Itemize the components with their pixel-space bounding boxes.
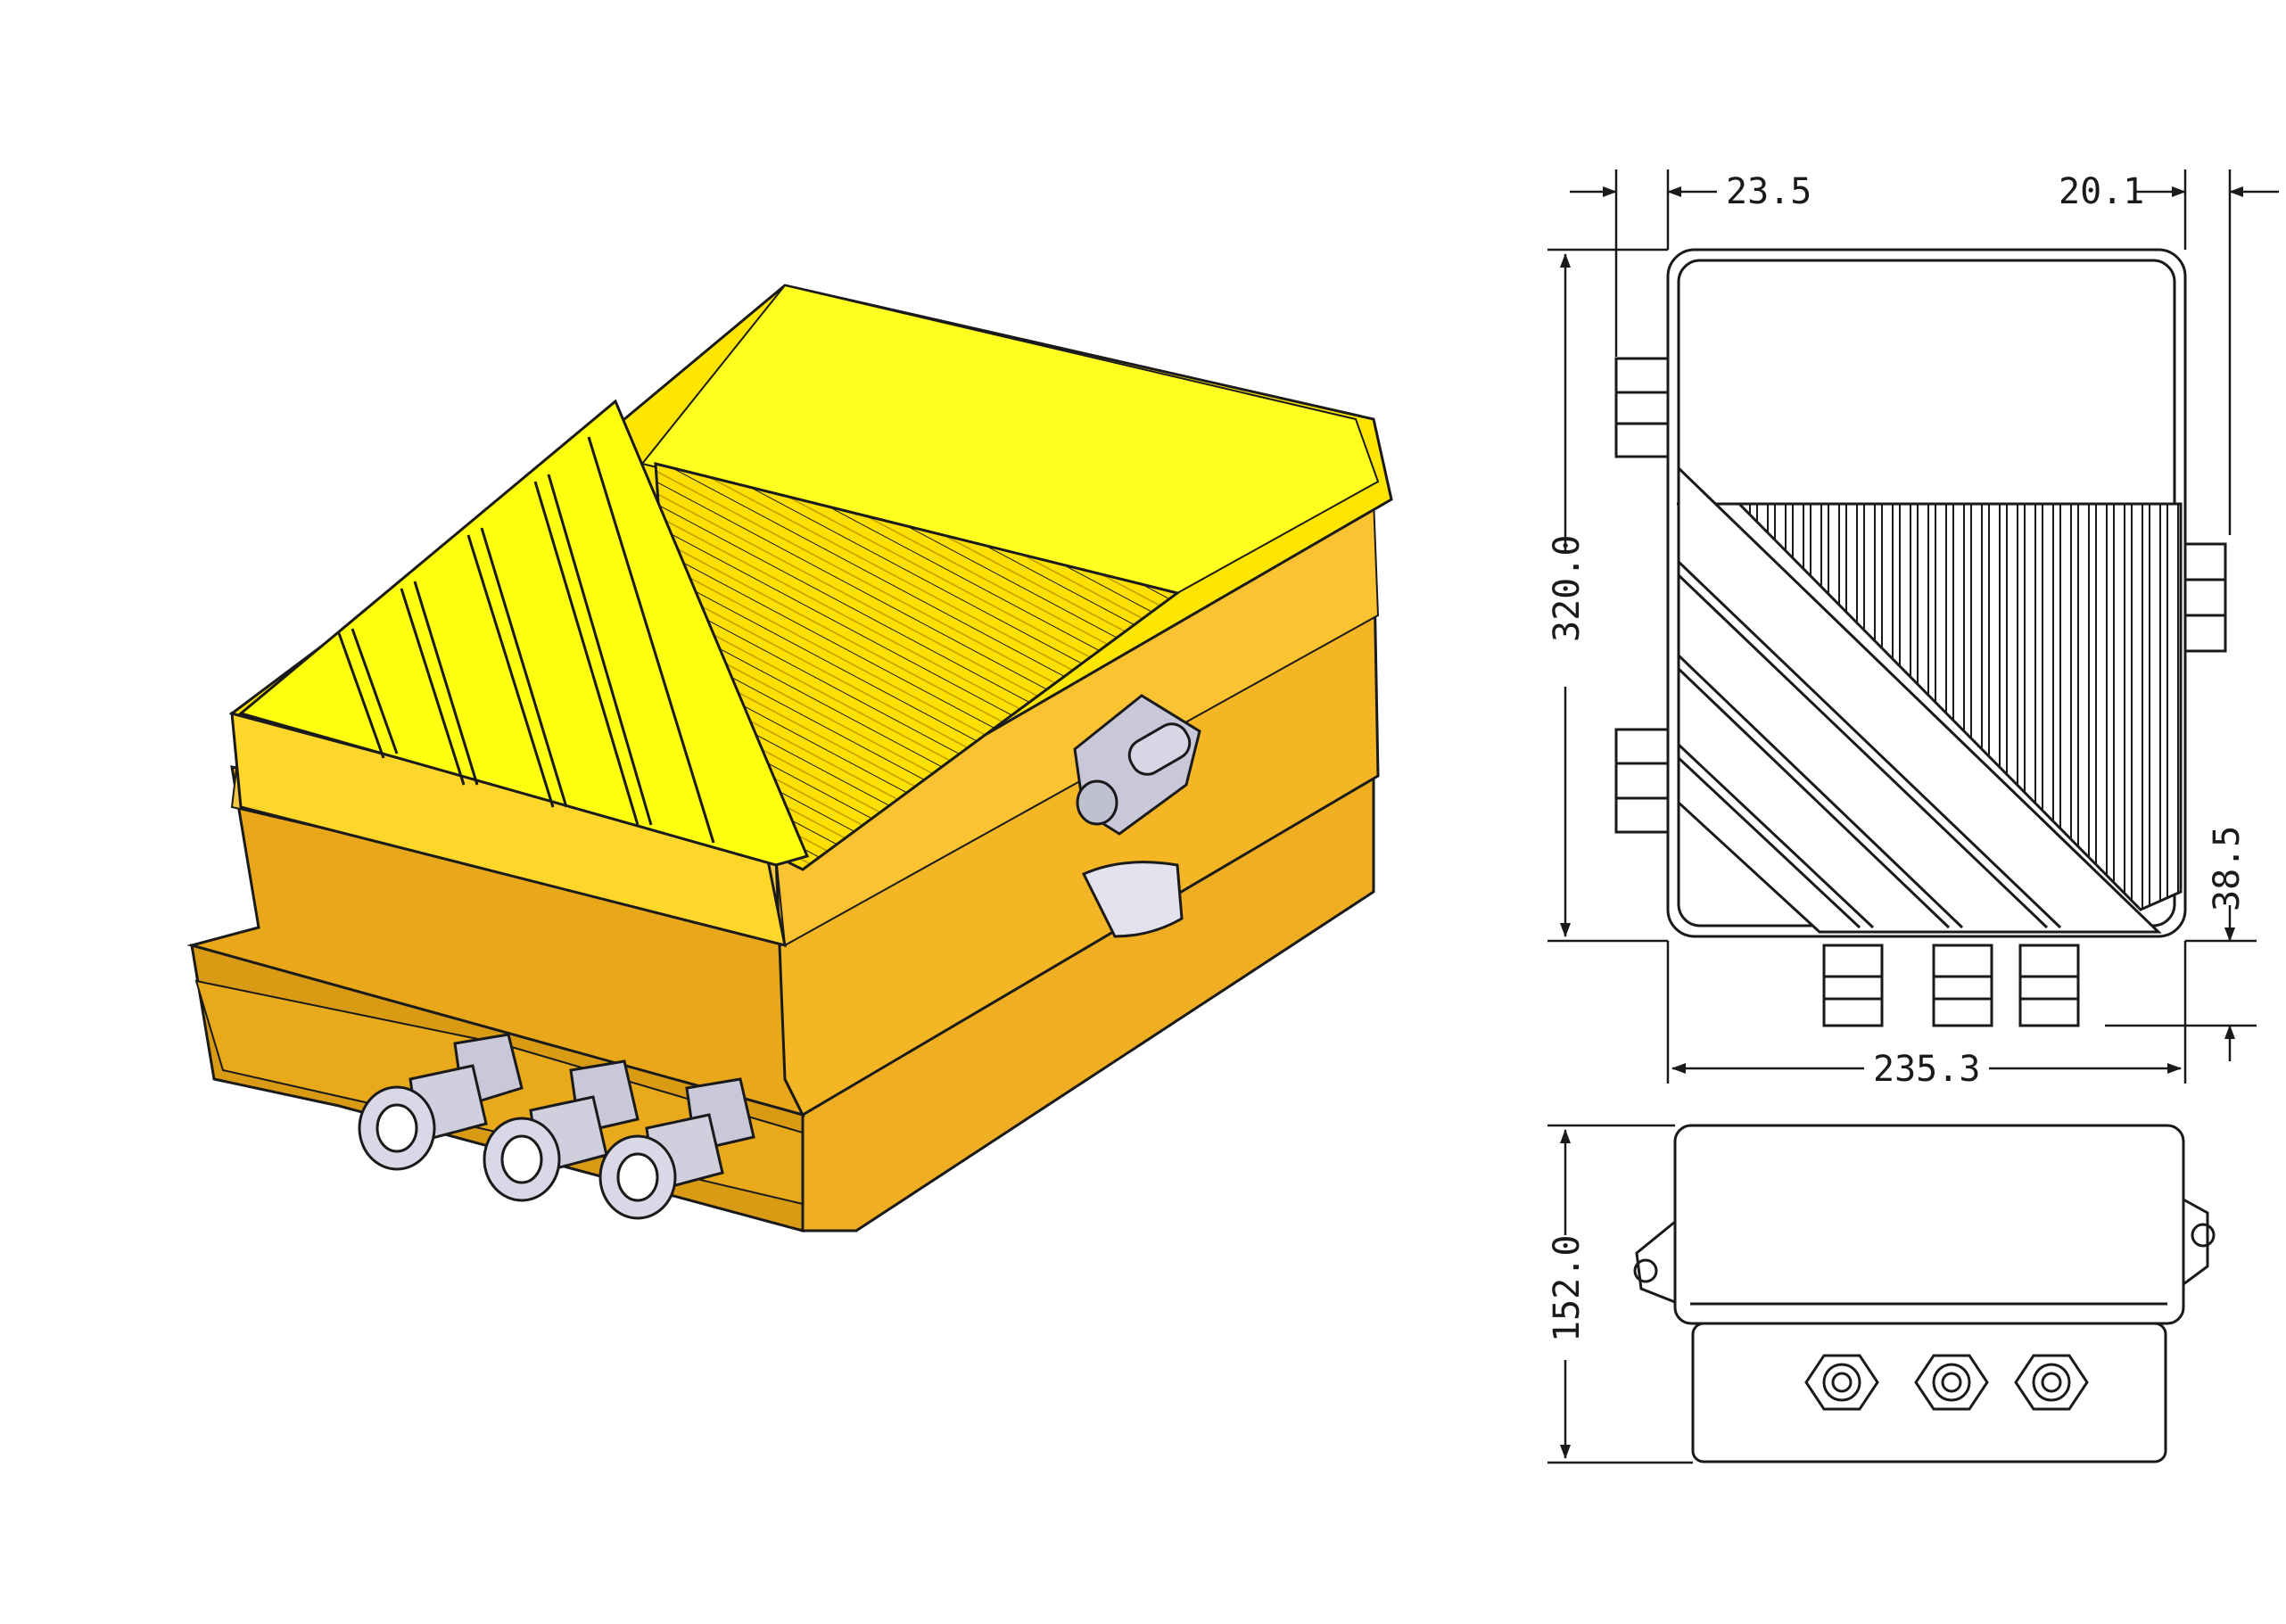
side-lower-body (1691, 1322, 2167, 1463)
side-upper-body (1673, 1124, 2185, 1325)
front-cover-ribs (1677, 560, 2062, 929)
dim-depth: 152.0 (1547, 1235, 1588, 1342)
side-hinge-lug (1635, 1218, 1677, 1305)
front-diagonal-cover (1677, 465, 2162, 934)
hinged-cover (237, 399, 810, 867)
dim-height: 320.0 (1547, 535, 1588, 642)
hinge-bottom (1614, 728, 1670, 834)
latch-clip (1081, 861, 1184, 938)
dim-width: 235.3 (1873, 1049, 1980, 1090)
latch-spring (1127, 722, 1192, 776)
isometric-3d-view (186, 284, 1393, 1232)
dimension-labels: 23.5 20.1 320.0 38.5 235.3 152.0 (1547, 171, 2248, 1342)
dim-right-offset: 20.1 (2059, 171, 2144, 212)
cable-gland-2 (483, 1059, 640, 1202)
latch[interactable] (1073, 694, 1201, 938)
side-latch-lug (2182, 1197, 2209, 1287)
hinge-top (1614, 357, 1670, 458)
cable-gland-3 (598, 1077, 755, 1220)
latch-screw (1076, 779, 1118, 826)
side-view (1633, 1124, 2216, 1463)
dim-left-offset: 23.5 (1726, 171, 1811, 212)
dim-gland-height: 38.5 (2207, 826, 2248, 911)
housing-top-bevel (640, 284, 1380, 595)
cover-ribs (337, 436, 715, 844)
cable-gland-1 (358, 1033, 524, 1171)
dimension-lines (1547, 169, 2279, 1464)
front-view (1614, 248, 2227, 1027)
side-gland-ports (1804, 1354, 2089, 1411)
front-latch (2183, 542, 2227, 653)
front-glands (1822, 944, 2080, 1027)
